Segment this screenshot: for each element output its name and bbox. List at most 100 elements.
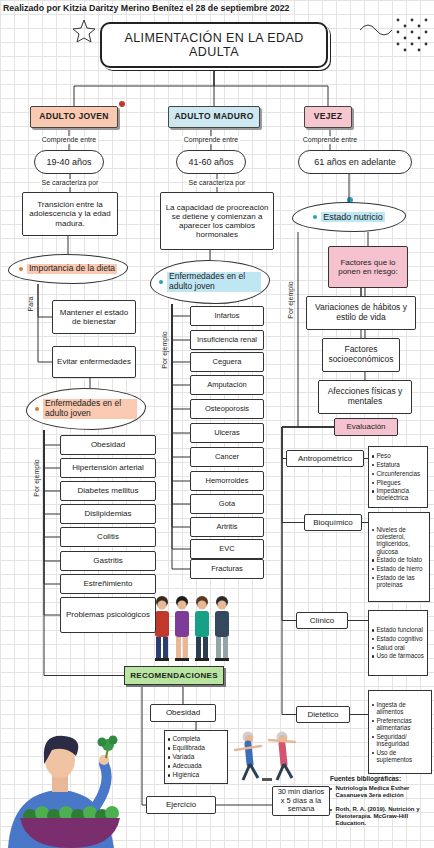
connector (90, 378, 91, 388)
broccoli (98, 738, 107, 747)
elder-face (279, 735, 287, 743)
man-hair (44, 736, 78, 764)
bubble-text: Enfermedades en el adulto joven (167, 272, 261, 292)
process-box: Bioquímico (304, 514, 362, 531)
reference-item: Roth, R. A. (2019). Nutrición y Dietoter… (330, 806, 432, 827)
bullet-dot (159, 280, 163, 284)
connector (348, 620, 368, 621)
elder-leg (284, 764, 292, 778)
list-item: Adecuada (168, 762, 224, 769)
decor-dot (397, 43, 400, 46)
process-box: Insuficiencia renal (190, 330, 264, 350)
connector (74, 68, 214, 106)
node-text: Bioquímico (313, 518, 353, 527)
bullet-list-box: Niveles de colesterol, triglicéridos, gl… (368, 512, 430, 602)
decor-dot (425, 43, 428, 46)
connector-label: Se caracteriza por (40, 179, 101, 187)
bubble-row: Importancia de la dieta (19, 264, 117, 274)
process-box: Variaciones de hábitos y estilo de vida (306, 296, 416, 330)
decor-dot (397, 19, 400, 22)
person-leg (163, 637, 168, 659)
decor-dot (404, 25, 407, 28)
bullet-dot (35, 407, 39, 411)
item-text: Impedancia bioeléctrica (376, 487, 424, 501)
topic-bubble: Enfermedades en el adulto joven (150, 260, 270, 304)
connector-label: Para (27, 295, 35, 314)
person-body (175, 611, 189, 637)
man-arm (96, 764, 107, 806)
connector-label: Comprende entre (301, 136, 359, 144)
item-text: Estado de hierro (376, 565, 422, 572)
reference-text: Roth, R. A. (2019). Nutrición y Dietoter… (335, 806, 432, 827)
bullet-dot (372, 577, 374, 579)
person-face (177, 600, 186, 609)
connector (368, 232, 369, 246)
process-box: Amputación (190, 375, 264, 395)
list-item: Peso (372, 452, 424, 459)
list-item: Higiénica (168, 771, 224, 778)
bubble-row: Enfermedades en el adulto joven (159, 272, 261, 292)
person-shoe (215, 658, 229, 661)
node-text: VEJEZ (314, 112, 342, 122)
node-text: Afecciones físicas y mentales (322, 387, 408, 407)
list-item: Variada (168, 753, 224, 760)
broccoli (102, 739, 114, 751)
node-text: Obesidad (91, 440, 125, 449)
connector (350, 714, 368, 715)
bullet-list-box: Estado funcionalEstado cognitivoSalud or… (368, 610, 428, 676)
decor-dot (425, 19, 428, 22)
process-box: Problemas psicológicos (60, 597, 156, 633)
item-text: Estatura (376, 461, 399, 468)
process-box: Osteoporosis (190, 399, 264, 419)
list-item: Uso de suplementos (372, 749, 428, 763)
list-item: Ingesta de alimentos (372, 701, 428, 715)
process-box: Estreñimiento (60, 574, 156, 594)
list-item: Salud oral (372, 644, 424, 651)
person-leg (203, 637, 208, 659)
list-item: Niveles de colesterol, triglicéridos, gl… (372, 526, 426, 555)
bullet-dot (372, 529, 374, 531)
bullet-dot (168, 738, 170, 740)
node-text: Estreñimiento (84, 579, 133, 588)
process-box: Colitis (60, 527, 156, 547)
bullet-dot (372, 647, 374, 649)
node-text: Hemorroides (206, 477, 249, 486)
process-box: Afecciones físicas y mentales (318, 380, 412, 414)
item-text: Preferencias alimentarias (376, 717, 428, 731)
node-text: Obesidad (166, 708, 200, 717)
decor-dot (425, 31, 428, 34)
bullet-dot (168, 747, 170, 749)
node-text: Fracturas (211, 565, 243, 574)
node-text: Osteoporosis (205, 405, 249, 414)
node-text: EVC (219, 545, 234, 554)
age-range-pill: 61 años en adelante (298, 150, 412, 174)
connector (38, 284, 52, 362)
connector (361, 288, 362, 296)
salad-bowl (20, 818, 120, 848)
process-box: Evitar enfermedades (52, 346, 136, 378)
list-item: Circunferencias (372, 470, 424, 477)
title-box: ALIMENTACIÓN EN LA EDAD ADULTA (100, 22, 328, 68)
node-text: Artritis (216, 523, 237, 532)
bullet-dot (372, 736, 374, 738)
item-text: Estado de las proteínas (376, 574, 426, 588)
references-heading: Fuentes bibliográficas: (330, 775, 432, 782)
connector (172, 304, 190, 316)
node-text: 19-40 años (46, 157, 91, 167)
list-item: Completa (168, 735, 224, 742)
bullet-dot (372, 752, 374, 754)
node-text: Cancer (215, 453, 239, 462)
reference-text: Nutriología Medica Esther Casanueva 3era… (335, 785, 432, 799)
item-text: Estado funcional (376, 626, 423, 633)
man-hand (99, 755, 109, 765)
dumbbell (262, 778, 272, 781)
node-text: Factores socioeconómicos (326, 345, 396, 365)
connector (349, 174, 350, 202)
author-credit: Realizado por Kitzia Daritzy Merino Bení… (3, 3, 433, 13)
connector (44, 430, 60, 584)
person-leg (183, 637, 188, 659)
item-text: Completa (172, 735, 200, 742)
connector (44, 430, 60, 615)
process-box: Cancer (190, 447, 264, 467)
node-text: 30 min diarios x 5 días a la semana (276, 788, 326, 814)
